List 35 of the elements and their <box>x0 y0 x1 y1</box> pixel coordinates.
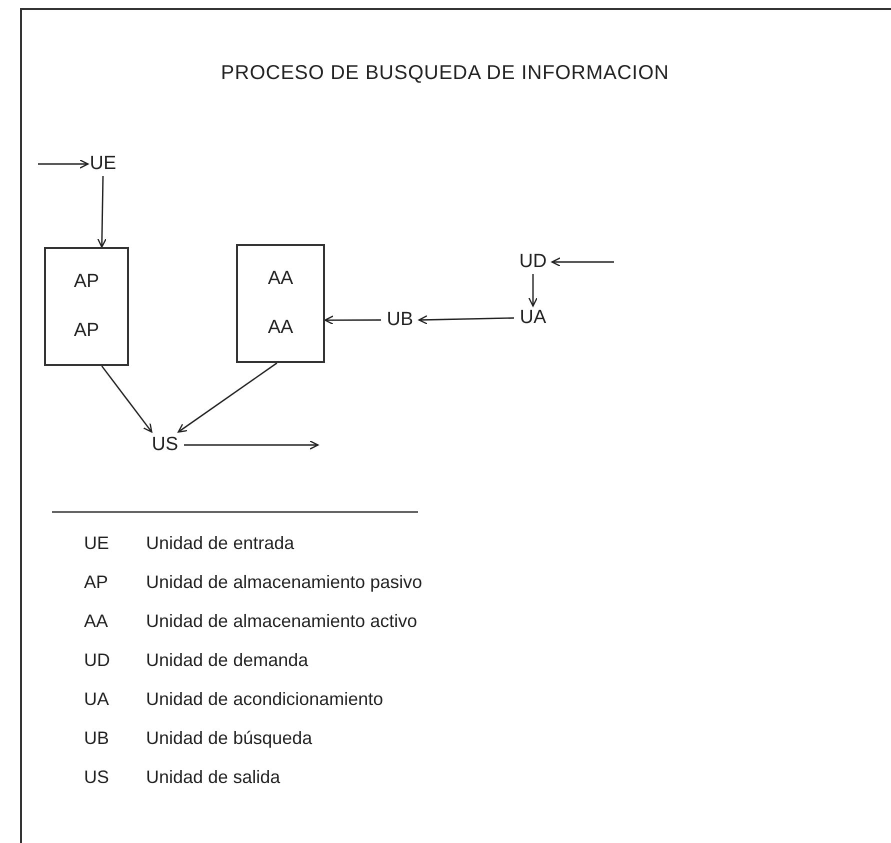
legend-description: Unidad de acondicionamiento <box>146 688 384 711</box>
legend-abbreviation: AA <box>83 610 110 633</box>
unit-code: AP <box>74 270 100 294</box>
unit-code: AP <box>74 319 100 343</box>
legend-description: Unidad de demanda <box>146 649 308 672</box>
legend-description: Unidad de almacenamiento pasivo <box>146 571 422 594</box>
legend-abbreviation: AP <box>83 571 110 594</box>
legend-abbreviation: UA <box>83 688 110 711</box>
arrow <box>38 159 89 169</box>
legend-abbreviation: UD <box>83 649 111 672</box>
unit-label: UB <box>381 308 419 332</box>
legend-abbreviation: US <box>83 766 110 789</box>
arrow <box>178 362 278 433</box>
unit-label: UE <box>88 152 118 176</box>
unit-label: US <box>146 432 184 458</box>
unit-box <box>44 247 129 366</box>
arrow <box>184 440 319 450</box>
unit-code: AA <box>268 266 294 290</box>
legend-description: Unidad de entrada <box>146 532 294 555</box>
arrow <box>528 274 538 307</box>
legend-abbreviation: UB <box>83 727 110 750</box>
arrow <box>551 257 614 267</box>
legend-description: Unidad de almacenamiento activo <box>146 610 418 633</box>
legend-description: Unidad de salida <box>146 766 280 789</box>
legend-description: Unidad de búsqueda <box>146 727 312 750</box>
arrow <box>97 176 107 248</box>
unit-box <box>236 244 325 363</box>
arrow <box>418 315 514 324</box>
arrow <box>101 366 152 433</box>
unit-label: UD <box>514 250 552 274</box>
unit-label: UA <box>514 306 552 330</box>
legend-abbreviation: UE <box>83 532 110 555</box>
unit-code: AA <box>268 316 294 340</box>
diagram-title: PROCESO DE BUSQUEDA DE INFORMACION <box>220 61 670 86</box>
arrow <box>324 315 381 325</box>
